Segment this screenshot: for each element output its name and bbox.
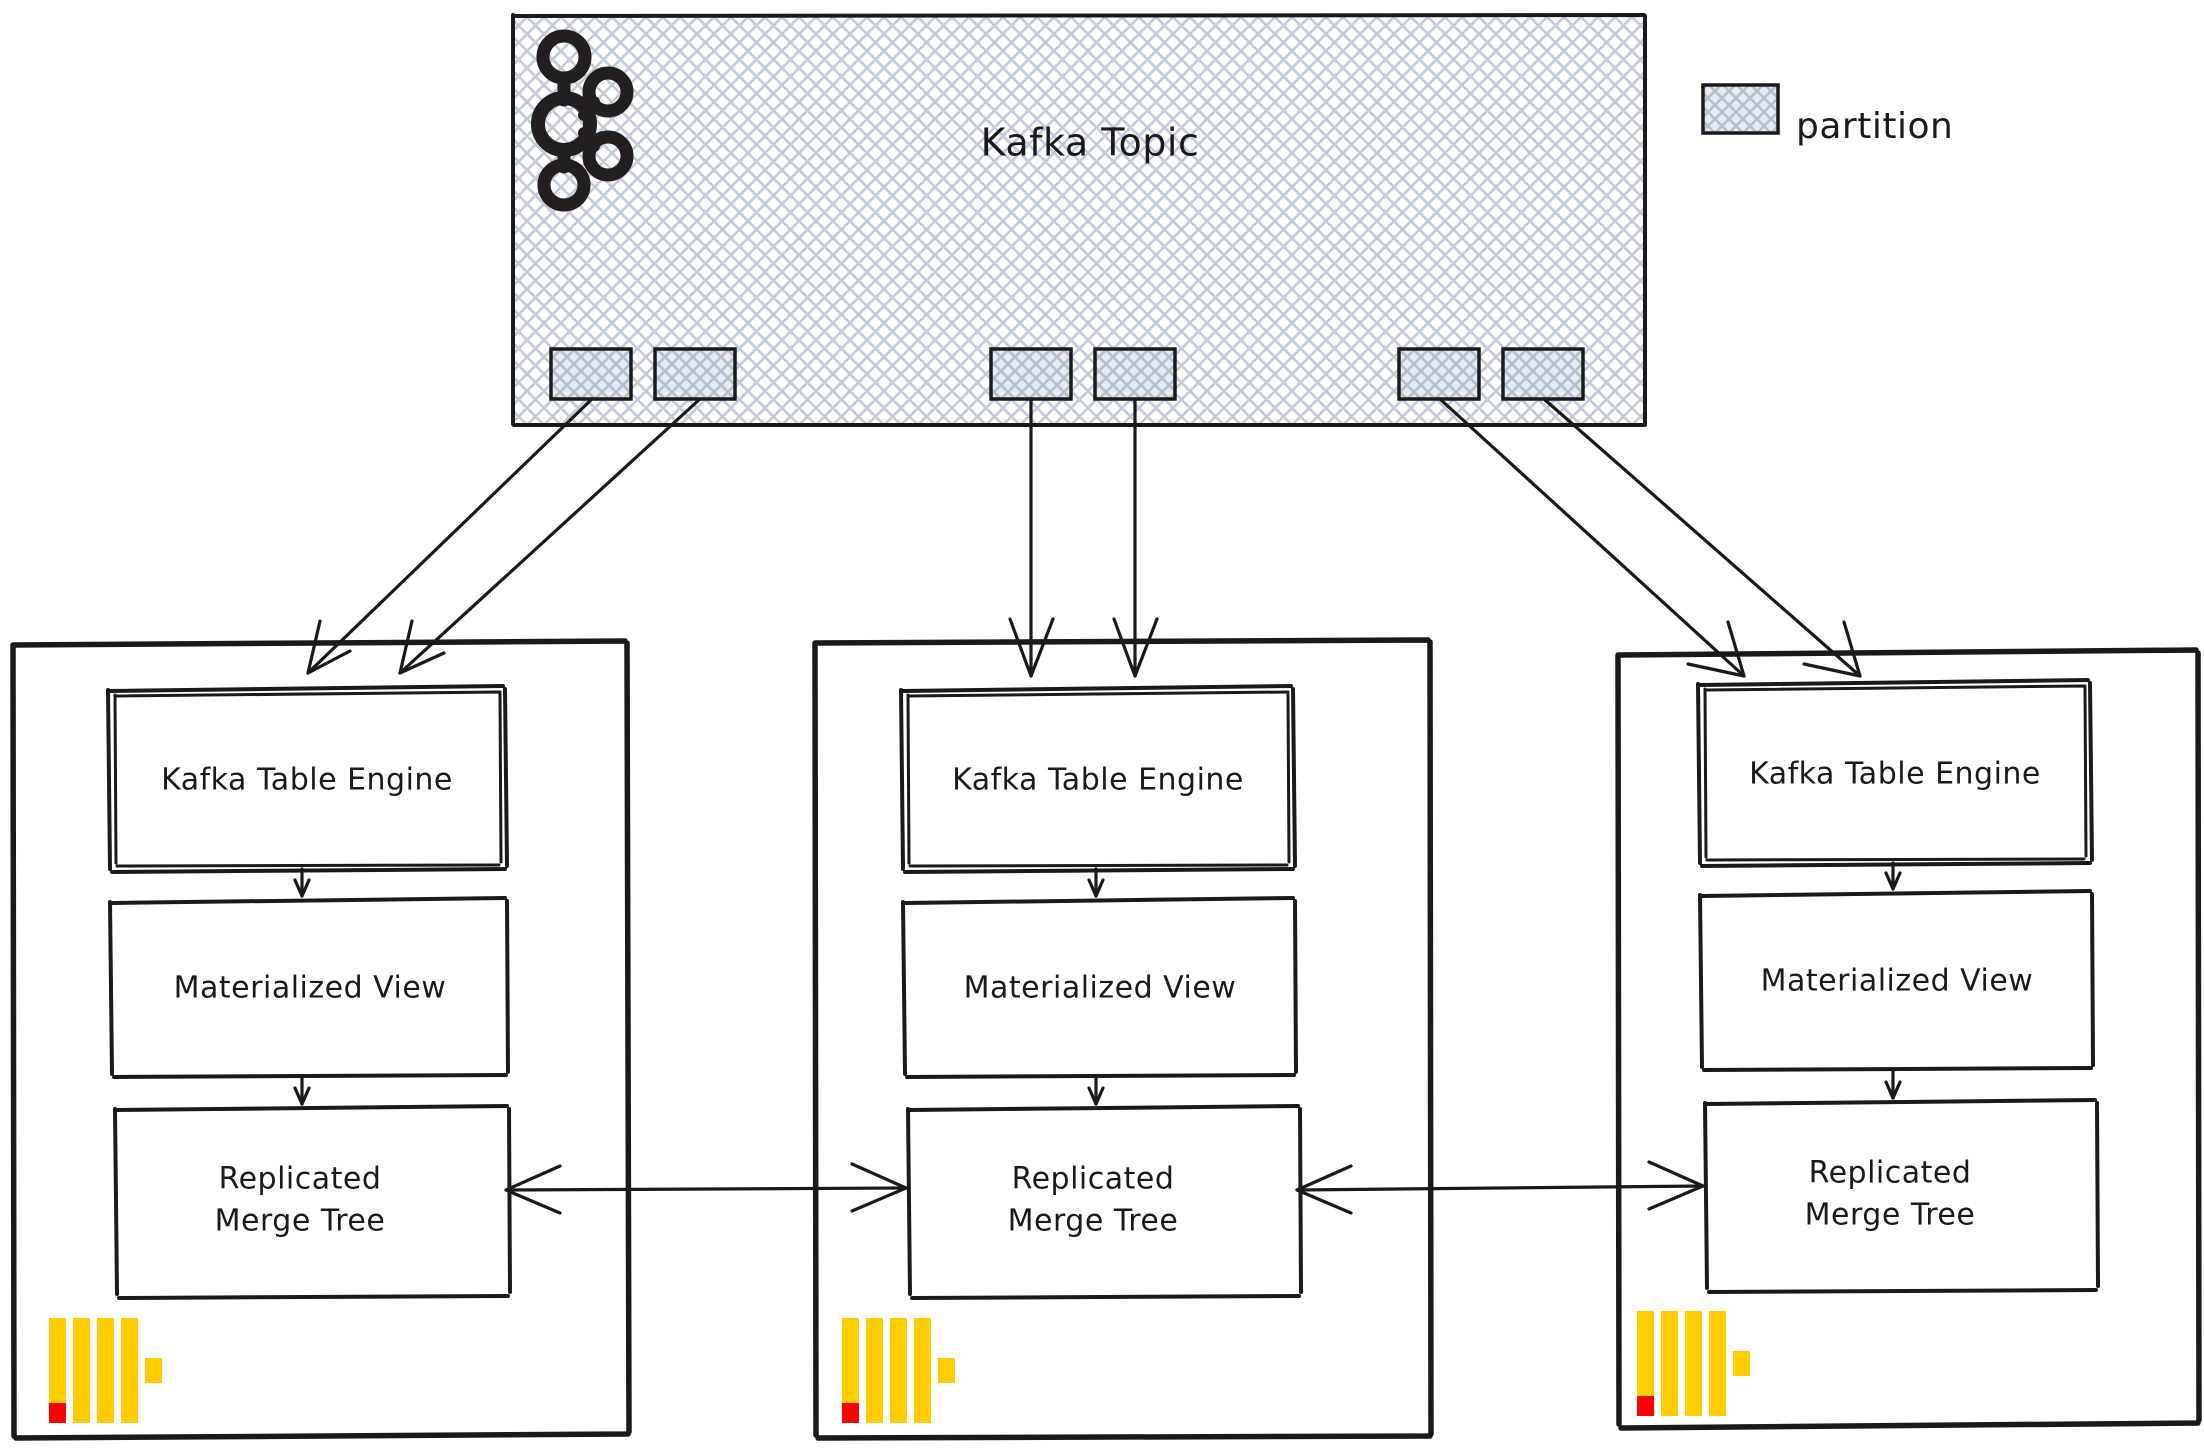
cluster-1[interactable] [10,638,632,1441]
clickhouse-logo-2 [842,1318,955,1423]
replicated-merge-tree-3[interactable]: Replicated Merge Tree [1703,1098,2100,1294]
materialized-view-1-label: Materialized View [174,971,447,1006]
arrow-kte3-to-mv3 [1884,861,1902,891]
arrow-p6-to-cluster-3 [1542,397,1862,678]
replicated-merge-tree-2-line2: Merge Tree [1008,1204,1179,1239]
clickhouse-logo-3 [1637,1311,1750,1416]
arrow-mv1-to-rmt1 [293,1075,311,1106]
arrow-kte2-to-mv2 [1087,867,1105,898]
kafka-topic-label: Kafka Topic [981,121,1200,165]
replicated-merge-tree-3-line2: Merge Tree [1805,1198,1976,1233]
arrow-p5-to-cluster-3 [1438,397,1746,678]
materialized-view-1[interactable]: Materialized View [108,896,510,1079]
arrow-p2-to-cluster-1 [398,397,702,675]
legend: partition [1701,83,1953,147]
cluster-3[interactable] [1615,647,2202,1431]
arrow-p1-to-cluster-1 [306,397,594,675]
replicated-merge-tree-3-line1: Replicated [1809,1156,1972,1191]
partition-p5[interactable] [1397,347,1481,401]
partition-swatch [1701,83,1780,135]
partition-p3[interactable] [989,347,1073,401]
kafka-table-engine-1[interactable]: Kafka Table Engine [106,684,509,874]
arrow-p4-to-cluster-2 [1112,397,1159,678]
replicated-merge-tree-1[interactable]: Replicated Merge Tree [113,1104,512,1300]
partition-p2[interactable] [653,347,737,401]
materialized-view-3-label: Materialized View [1761,964,2034,999]
kafka-table-engine-2-label: Kafka Table Engine [952,763,1244,798]
kafka-table-engine-3[interactable]: Kafka Table Engine [1696,678,2094,868]
clickhouse-logo-1 [49,1318,162,1423]
replicated-merge-tree-2[interactable]: Replicated Merge Tree [906,1104,1303,1300]
arrow-mv3-to-rmt3 [1884,1068,1902,1100]
replicated-merge-tree-1-line2: Merge Tree [215,1204,386,1239]
partition-p1[interactable] [549,347,633,401]
partition-p6[interactable] [1501,347,1585,401]
kafka-table-engine-3-label: Kafka Table Engine [1749,757,2041,792]
arrow-p3-to-cluster-2 [1008,397,1055,678]
kafka-table-engine-1-label: Kafka Table Engine [161,763,453,798]
link-1-2 [504,1162,908,1215]
partition-p4[interactable] [1093,347,1177,401]
kafka-logo [531,29,634,212]
link-2-3 [1295,1160,1705,1215]
materialized-view-2-label: Materialized View [964,971,1237,1006]
kafka-table-engine-2[interactable]: Kafka Table Engine [899,684,1297,874]
replicated-merge-tree-2-line1: Replicated [1012,1162,1175,1197]
legend-label: partition [1796,106,1953,147]
cluster-2[interactable] [812,637,1434,1441]
materialized-view-3[interactable]: Materialized View [1698,889,2095,1072]
materialized-view-2[interactable]: Materialized View [901,896,1298,1079]
arrow-kte1-to-mv1 [293,867,311,898]
replicated-merge-tree-1-line1: Replicated [219,1162,382,1197]
arrow-mv2-to-rmt2 [1087,1075,1105,1106]
